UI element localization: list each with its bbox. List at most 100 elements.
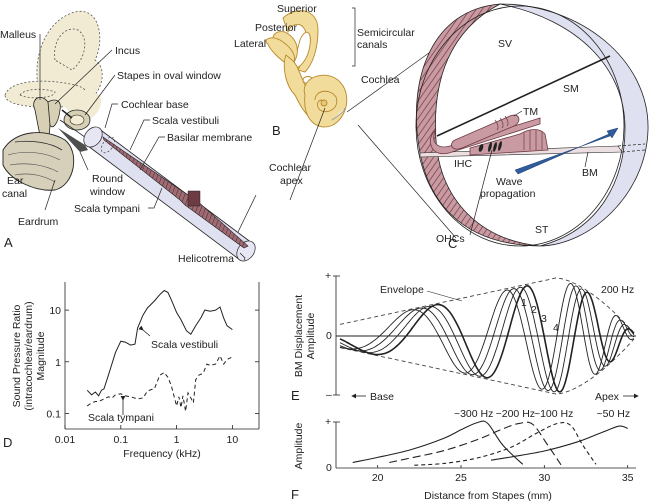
panel-a: Malleus Incus Stapes in oval window Coch… <box>0 10 257 265</box>
label-superior: Superior <box>277 3 317 15</box>
chart-f-series-50hz <box>490 425 628 461</box>
labyrinth <box>265 10 348 128</box>
chart-d-ylabel-1: Sound Pressure Ratio <box>11 304 23 407</box>
ossicles <box>33 97 96 152</box>
wave-propagation-arrow <box>514 127 619 175</box>
chart-e-ytick-minus: – <box>326 389 332 401</box>
label-ihc: IHC <box>454 158 473 170</box>
chart-d-ylabel-2: (intracochlear/eardrum) <box>23 301 35 410</box>
chart-d-series-scala-tympani <box>86 354 233 412</box>
chart-e: + 0 – BM Displacement Amplitude Envelope… <box>291 270 639 403</box>
label-cochlear: Cochlear <box>269 162 312 174</box>
label-scala-tympani: Scala tympani <box>74 203 140 215</box>
label-helicotrema: Helicotrema <box>178 253 234 265</box>
label-incus: Incus <box>115 45 140 57</box>
panel-a-leaders <box>39 34 257 261</box>
panel-letter-b: B <box>272 123 281 138</box>
apex-leader <box>289 107 326 201</box>
chart-d-xlabel: Frequency (kHz) <box>123 448 201 460</box>
panel-letter-f: F <box>291 487 299 502</box>
chart-e-envelope-upper <box>339 277 635 334</box>
label-wave: Wave <box>496 176 523 188</box>
semicircular-bracket <box>352 7 356 67</box>
panel-c: SV SM TM IHC BM Wave propagation OHCs ST… <box>346 3 649 251</box>
chart-e-envelope-label: Envelope <box>380 284 424 296</box>
chart-f-ytick-plus: + <box>325 416 331 428</box>
chart-d-ylabel-3: Magnitude <box>35 331 47 380</box>
label-stapes: Stapes in oval window <box>117 70 221 82</box>
panel-letter-d: D <box>3 435 12 450</box>
label-window: window <box>89 186 125 198</box>
panel-b: Superior Posterior Lateral Semicircular … <box>234 3 415 201</box>
chart-d-xtick-label: 10 <box>227 434 239 446</box>
chart-d-ytick-label: 1 <box>55 357 61 369</box>
label-cochlea: Cochlea <box>361 74 400 86</box>
chart-f-series-label: ~200 Hz <box>496 408 535 420</box>
chart-f-xtick-label: 25 <box>455 472 467 484</box>
chart-f-ytick-zero: 0 <box>326 462 332 474</box>
label-canal: canal <box>2 188 27 200</box>
label-ohcs: OHCs <box>436 233 465 245</box>
chart-d-annotation-sv: Scala vestibuli <box>151 339 218 351</box>
label-ear: Ear <box>7 175 24 187</box>
chart-e-curve-label-2: 2 <box>531 304 537 316</box>
chart-d-ytick-label: 0.1 <box>46 408 61 420</box>
chart-e-wave-1 <box>339 283 635 390</box>
label-st: ST <box>535 224 549 236</box>
panel-letter-a: A <box>4 235 13 250</box>
chart-e-ytick-zero: 0 <box>326 330 332 342</box>
chart-f-series-label: ~300 Hz <box>454 408 493 420</box>
inner-ear-outline <box>4 10 103 121</box>
label-bm: BM <box>582 167 598 179</box>
chart-e-base-label: Base <box>370 391 394 403</box>
chart-e-envelope-lower <box>339 338 635 395</box>
chart-e-curve-label-1: 1 <box>521 297 527 309</box>
label-sm: SM <box>563 83 579 95</box>
label-round: Round <box>92 173 123 185</box>
label-sv: SV <box>498 38 512 50</box>
chart-e-ylabel-1: BM Displacement <box>293 295 305 377</box>
label-apex: apex <box>280 175 304 187</box>
chart-f-series-100hz <box>414 422 597 466</box>
chart-d-xtick-label: 0.01 <box>55 434 76 446</box>
chart-f-ylabel: Amplitude <box>293 423 305 470</box>
label-eardrum: Eardrum <box>18 216 59 228</box>
chart-f-xlabel: Distance from Stapes (mm) <box>424 490 552 502</box>
chart-e-apex-label: Apex <box>595 391 620 403</box>
label-cochlear-base: Cochlear base <box>121 99 189 111</box>
chart-f-series-label: ~100 Hz <box>534 408 573 420</box>
label-malleus: Malleus <box>0 29 36 41</box>
chart-f-xtick-label: 20 <box>372 472 384 484</box>
chart-d-xtick-label: 1 <box>174 434 180 446</box>
label-lateral: Lateral <box>234 38 266 50</box>
label-semicircular: Semicircular <box>357 27 415 39</box>
uncoiled-cochlea <box>83 126 256 262</box>
chart-f-xtick-label: 30 <box>538 472 550 484</box>
chart-e-curve-label-3: 3 <box>541 313 547 325</box>
chart-f-xtick-label: 35 <box>622 472 634 484</box>
label-tm: TM <box>523 106 538 118</box>
chart-d-xtick-label: 0.1 <box>113 434 128 446</box>
chart-d-sv-arrow <box>138 325 151 337</box>
eardrum <box>2 132 75 191</box>
chart-e-wave-2 <box>339 285 635 391</box>
panel-letter-c: C <box>448 236 457 251</box>
chart-f-series-300hz <box>352 420 524 465</box>
chart-e-wave-4 <box>339 285 635 393</box>
chart-f-series-200hz <box>389 421 562 466</box>
chart-f: + 0 Amplitude 20 25 30 35 ~300 Hz~200 Hz~10… <box>291 408 636 502</box>
label-propagation: propagation <box>480 188 536 200</box>
chart-e-envelope-leader <box>426 290 463 302</box>
chart-e-frequency-label: 200 Hz <box>601 284 634 296</box>
label-scala-vestibuli: Scala vestibuli <box>152 115 219 127</box>
chart-e-ytick-plus: + <box>325 270 331 282</box>
chart-d-series-scala-vestibuli <box>86 289 233 397</box>
label-posterior: Posterior <box>255 22 298 34</box>
label-canals: canals <box>357 39 387 51</box>
label-basilar-membrane: Basilar membrane <box>167 132 252 144</box>
chart-d-annotation-st: Scala tympani <box>88 412 154 424</box>
chart-f-series-label: ~50 Hz <box>597 408 631 420</box>
chart-e-ylabel-2: Amplitude <box>305 313 317 360</box>
